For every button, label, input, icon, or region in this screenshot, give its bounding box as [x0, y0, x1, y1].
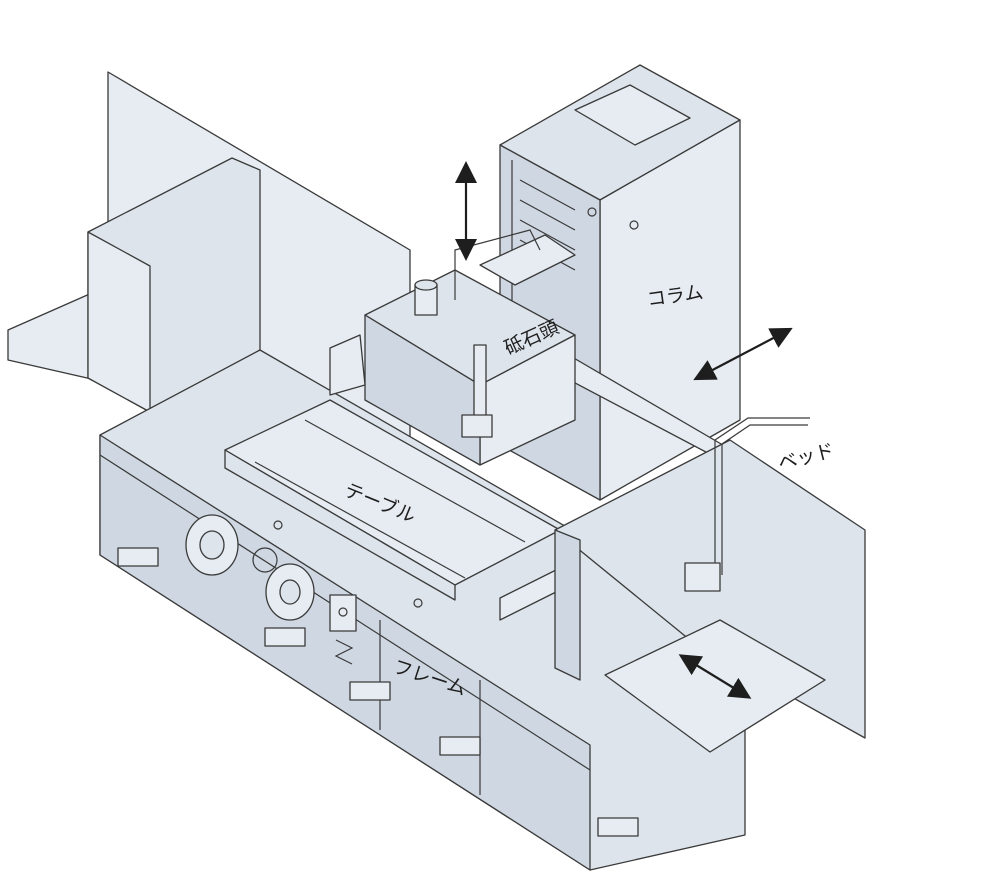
coolant-pipe: [684, 417, 810, 592]
column-crossfeed-arrow: [693, 327, 793, 381]
bed-crossfeed-arrow: [678, 654, 752, 699]
left-guard: [87, 157, 261, 413]
front-controls: [185, 514, 423, 665]
label-bed: ベッド: [776, 440, 837, 475]
table: [224, 399, 561, 621]
wheel-head: [329, 229, 576, 466]
